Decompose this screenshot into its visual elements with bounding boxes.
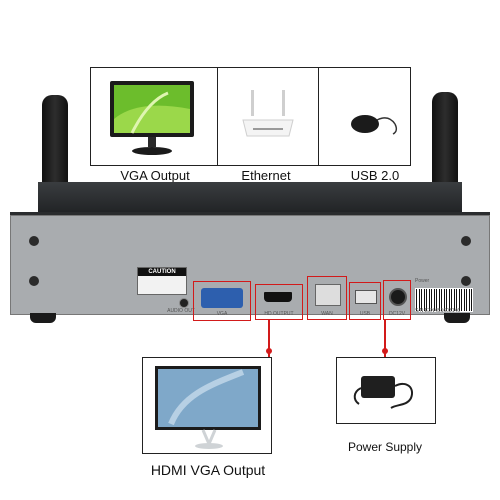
hdmi-vga-output-caption: HDMI VGA Output	[150, 462, 266, 478]
usb-port-label: USB	[359, 311, 371, 317]
power-supply-panel	[336, 357, 436, 424]
nvr-back-panel: CAUTION AUDIO OUT VGA HD OUTPUT WAN USB …	[10, 215, 490, 321]
ethernet-port	[315, 284, 341, 306]
serial-number-label: S/N:E3N4B1603146	[415, 308, 461, 314]
power-supply-caption: Power Supply	[347, 440, 423, 454]
dc-port-highlight	[383, 280, 411, 320]
usb-caption: USB 2.0	[350, 168, 400, 183]
router-icon	[239, 88, 297, 148]
power-adapter-icon	[351, 366, 423, 416]
hdmi-output-panel	[142, 357, 272, 454]
ethernet-caption: Ethernet	[241, 168, 291, 183]
usb-port-highlight	[349, 282, 381, 320]
dc-port-label: DC12V	[388, 311, 406, 317]
wan-port-label: WAN	[321, 311, 333, 317]
dc-power-jack	[389, 288, 407, 306]
vga-output-caption: VGA Output	[120, 168, 190, 183]
vga-port-highlight	[193, 281, 251, 321]
screw-icon	[461, 236, 471, 246]
vga-monitor-icon	[108, 79, 196, 159]
vga-port	[201, 288, 243, 308]
screw-icon	[29, 276, 39, 286]
screw-icon	[461, 276, 471, 286]
wan-port-highlight	[307, 276, 347, 320]
power-label: Power	[415, 278, 430, 284]
mouse-icon	[341, 88, 399, 148]
vga-port-label: VGA	[216, 311, 228, 317]
hdmi-port-highlight	[255, 284, 303, 320]
caution-label: CAUTION	[138, 268, 186, 276]
audio-out-jack	[179, 298, 189, 308]
hdmi-monitor-icon	[153, 364, 265, 450]
hdmi-port	[264, 292, 292, 302]
top-connection-panel	[90, 67, 411, 166]
audio-out-label: AUDIO OUT	[167, 308, 195, 314]
serial-barcode	[415, 288, 473, 312]
hdmi-port-label: HD OUTPUT	[264, 311, 294, 317]
screw-icon	[29, 236, 39, 246]
usb-port	[355, 290, 377, 304]
caution-sticker: CAUTION	[137, 267, 187, 295]
